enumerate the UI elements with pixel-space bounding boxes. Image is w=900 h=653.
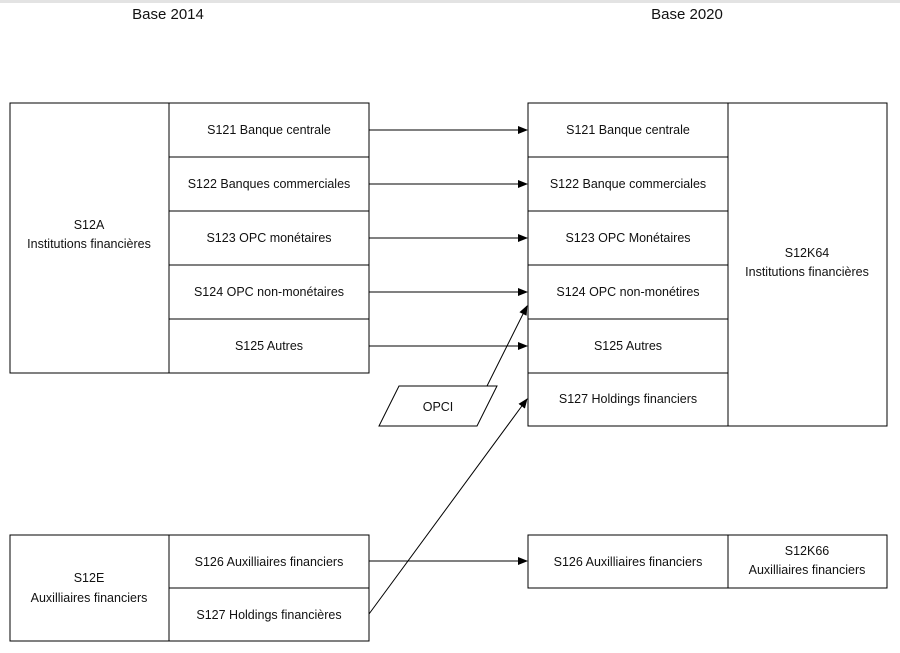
s12e-code: S12E	[74, 571, 105, 585]
s12a-code: S12A	[74, 218, 105, 232]
s122-2014-label: S122 Banques commerciales	[188, 177, 351, 191]
s12k64-name: Institutions financières	[745, 265, 869, 279]
opci-node: OPCI	[378, 385, 498, 427]
top-border	[0, 0, 900, 3]
s12k64-code: S12K64	[785, 246, 830, 260]
s12k66-code: S12K66	[785, 544, 830, 558]
s12k64-group: S121 Banque centrale S122 Banque commerc…	[527, 102, 888, 427]
s123-2014-box	[168, 210, 370, 266]
s12a-group: S12A Institutions financières S121 Banqu…	[9, 102, 370, 374]
s127-2020-box	[527, 372, 729, 427]
s12k66-name: Auxilliaires financiers	[749, 563, 866, 577]
s12a-name: Institutions financières	[27, 237, 151, 251]
s124-2020-box	[527, 264, 729, 320]
s125-2020-box	[527, 318, 729, 374]
arrow-opci-to-s124	[486, 305, 528, 387]
s126-2014-label: S126 Auxilliaires financiers	[195, 555, 344, 569]
opci-shape	[378, 385, 498, 427]
s127-2020-label: S127 Holdings financiers	[559, 392, 697, 406]
s12a-box	[9, 102, 170, 374]
s122-2014-box	[168, 156, 370, 212]
arrow-s127-to-holdings	[368, 398, 528, 615]
opci-label: OPCI	[423, 400, 454, 414]
s124-2014-label: S124 OPC non-monétaires	[194, 285, 344, 299]
s126-2020-label: S126 Auxilliaires financiers	[554, 555, 703, 569]
s12e-group: S12E Auxilliaires financiers S126 Auxill…	[9, 534, 370, 642]
s121-2020-label: S121 Banque centrale	[566, 123, 690, 137]
s12k66-box	[727, 534, 888, 589]
mapping-arrows	[368, 126, 528, 615]
s123-2020-label: S123 OPC Monétaires	[565, 231, 690, 245]
s125-2020-label: S125 Autres	[594, 339, 662, 353]
s122-2020-label: S122 Banque commerciales	[550, 177, 706, 191]
s125-2014-label: S125 Autres	[235, 339, 303, 353]
s12k64-box	[727, 102, 888, 427]
s127-2014-box	[168, 587, 370, 642]
s121-2020-box	[527, 102, 729, 158]
s121-2014-label: S121 Banque centrale	[207, 123, 331, 137]
s12k66-group: S126 Auxilliaires financiers S12K66 Auxi…	[527, 534, 888, 589]
s121-2014-box	[168, 102, 370, 158]
header-base-2014: Base 2014	[132, 6, 204, 23]
s124-2020-label: S124 OPC non-monétires	[556, 285, 699, 299]
header-base-2020: Base 2020	[651, 6, 723, 23]
s126-2020-box	[527, 534, 729, 589]
s12e-box	[9, 534, 170, 642]
s12e-name: Auxilliaires financiers	[31, 591, 148, 605]
s123-2014-label: S123 OPC monétaires	[206, 231, 331, 245]
s126-2014-box	[168, 534, 370, 589]
s127-2014-label: S127 Holdings financières	[196, 608, 341, 622]
